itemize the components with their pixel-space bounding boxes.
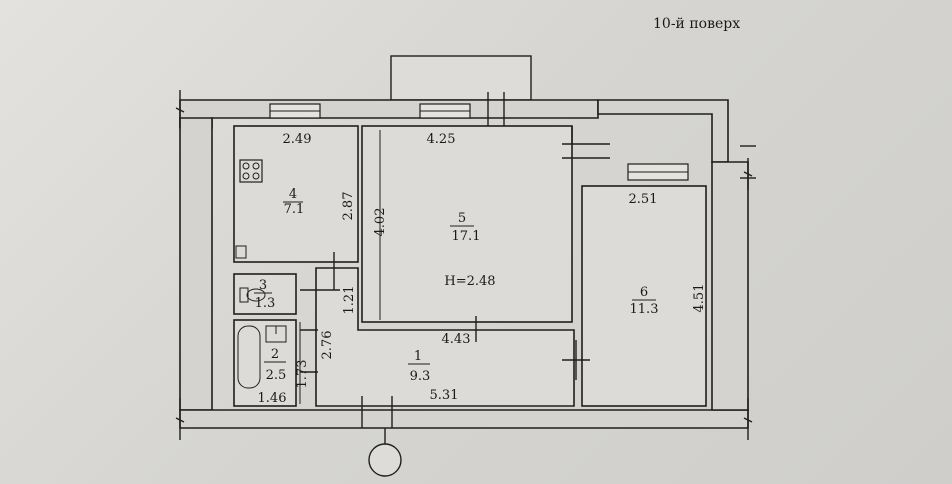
room-number: 1	[414, 349, 422, 364]
room-number: 3	[259, 278, 267, 293]
room-outlines	[233, 125, 707, 407]
floor-label: 10-й поверх	[653, 16, 740, 32]
bathtub-icon	[237, 325, 287, 389]
balcony	[390, 55, 532, 101]
entrance-marker	[368, 443, 402, 477]
dimension-lines	[299, 130, 707, 404]
stove-icon	[239, 159, 263, 183]
dim-kitchen-width: 2.49	[283, 132, 312, 147]
room-4-outline	[233, 125, 359, 263]
room-number: 4	[289, 187, 297, 202]
room-1-outline	[315, 267, 575, 407]
outer-walls	[179, 99, 749, 429]
room-area: 9.3	[410, 369, 431, 384]
dim-hall-depth-upper: 1.21	[342, 286, 357, 315]
dim-living-bottom: 4.43	[442, 332, 471, 347]
door-marks	[300, 92, 756, 428]
dim-bedroom-width: 2.51	[629, 192, 658, 207]
dim-bath-depth: 1.73	[295, 360, 310, 389]
room-2-outline	[233, 319, 297, 407]
room-5-outline	[361, 125, 573, 323]
room-labels: 4 7.1 5 17.1 H=2.48 6 11.3 3 1.3 2 2.5 1…	[254, 187, 658, 384]
windows	[269, 103, 689, 181]
room-area: 2.5	[266, 368, 287, 383]
room-area: 1.3	[255, 296, 276, 311]
room-number: 5	[458, 211, 466, 226]
dim-living-depth: 4.02	[373, 208, 388, 237]
dimension-labels: 2.49 4.25 2.51 4.43 5.31 1.46 2.87 4.02 …	[258, 132, 707, 406]
room-number: 6	[640, 285, 648, 300]
dim-hall-depth: 2.76	[320, 331, 335, 360]
room-number: 2	[271, 347, 279, 362]
dim-hall-width: 5.31	[430, 388, 459, 403]
room-area: 11.3	[630, 302, 659, 317]
toilet-icon	[239, 287, 266, 303]
dim-kitchen-depth: 2.87	[341, 192, 356, 221]
dim-bath-width: 1.46	[258, 391, 287, 406]
ceiling-height: H=2.48	[444, 274, 495, 289]
room-area: 17.1	[452, 229, 481, 244]
sink-icon	[235, 245, 247, 259]
dim-bedroom-depth: 4.51	[692, 284, 707, 313]
room-area: 7.1	[284, 202, 305, 217]
dim-living-width: 4.25	[427, 132, 456, 147]
break-marks	[175, 90, 753, 440]
